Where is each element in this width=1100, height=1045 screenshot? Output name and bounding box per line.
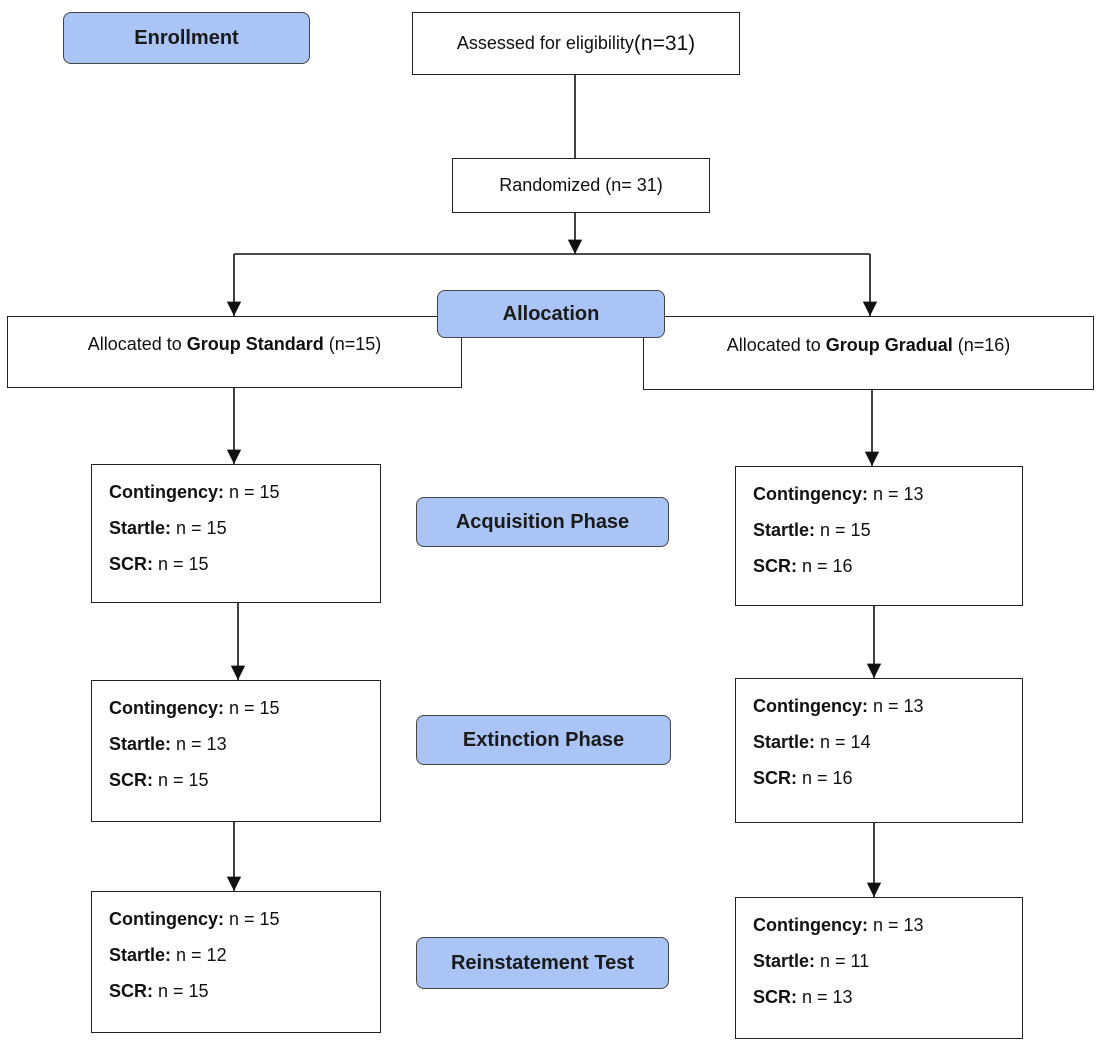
gradual-reinstatement-box: Contingency: n = 13 Startle: n = 11 SCR:…: [735, 897, 1023, 1039]
allocation-label: Allocation: [437, 290, 665, 338]
label-scr: SCR:: [753, 556, 797, 576]
standard-reinstatement-box: Contingency: n = 15 Startle: n = 12 SCR:…: [91, 891, 381, 1033]
label-startle: Startle:: [109, 518, 172, 538]
allocated-gradual-group: Group Gradual: [825, 334, 953, 355]
enrollment-label: Enrollment: [63, 12, 310, 64]
standard-reinstatement-startle: n = 12: [176, 945, 227, 965]
standard-extinction-startle: n = 13: [176, 734, 227, 754]
allocated-gradual-box: Allocated to Group Gradual (n=16): [643, 316, 1094, 390]
assessed-box: Assessed for eligibility (n=31): [412, 12, 740, 75]
gradual-extinction-box: Contingency: n = 13 Startle: n = 14 SCR:…: [735, 678, 1023, 823]
assessed-text: Assessed for eligibility: [456, 33, 634, 53]
gradual-extinction-startle: n = 14: [820, 732, 871, 752]
standard-acquisition-scr: n = 15: [158, 554, 209, 574]
standard-reinstatement-contingency: n = 15: [229, 909, 280, 929]
standard-extinction-contingency: n = 15: [229, 698, 280, 718]
label-startle: Startle:: [109, 945, 172, 965]
label-scr: SCR:: [753, 768, 797, 788]
label-startle: Startle:: [109, 734, 172, 754]
gradual-reinstatement-startle: n = 11: [820, 951, 870, 971]
extinction-phase-label: Extinction Phase: [416, 715, 671, 765]
gradual-reinstatement-scr: n = 13: [802, 987, 853, 1007]
label-contingency: Contingency:: [753, 915, 868, 935]
assessed-count: (n=31): [633, 31, 696, 55]
allocated-standard-suffix: (n=15): [323, 333, 382, 354]
gradual-acquisition-startle: n = 15: [820, 520, 871, 540]
standard-acquisition-contingency: n = 15: [229, 482, 280, 502]
label-contingency: Contingency:: [109, 909, 224, 929]
allocated-gradual-prefix: Allocated to: [726, 334, 826, 355]
standard-extinction-box: Contingency: n = 15 Startle: n = 13 SCR:…: [91, 680, 381, 822]
label-scr: SCR:: [109, 554, 153, 574]
label-startle: Startle:: [753, 732, 816, 752]
label-contingency: Contingency:: [753, 696, 868, 716]
standard-reinstatement-scr: n = 15: [158, 981, 209, 1001]
reinstatement-test-label: Reinstatement Test: [416, 937, 669, 989]
randomized-box: Randomized (n= 31): [452, 158, 710, 213]
allocated-standard-group: Group Standard: [186, 333, 324, 354]
gradual-acquisition-contingency: n = 13: [873, 484, 924, 504]
label-scr: SCR:: [753, 987, 797, 1007]
gradual-extinction-contingency: n = 13: [873, 696, 924, 716]
gradual-acquisition-box: Contingency: n = 13 Startle: n = 15 SCR:…: [735, 466, 1023, 606]
label-contingency: Contingency:: [109, 698, 224, 718]
label-startle: Startle:: [753, 520, 816, 540]
acquisition-phase-label: Acquisition Phase: [416, 497, 669, 547]
label-contingency: Contingency:: [109, 482, 224, 502]
label-contingency: Contingency:: [753, 484, 868, 504]
gradual-acquisition-scr: n = 16: [802, 556, 853, 576]
label-scr: SCR:: [109, 770, 153, 790]
allocated-standard-prefix: Allocated to: [87, 333, 187, 354]
label-scr: SCR:: [109, 981, 153, 1001]
standard-acquisition-box: Contingency: n = 15 Startle: n = 15 SCR:…: [91, 464, 381, 603]
allocated-standard-box: Allocated to Group Standard (n=15): [7, 316, 462, 388]
allocated-gradual-suffix: (n=16): [952, 334, 1011, 355]
gradual-extinction-scr: n = 16: [802, 768, 853, 788]
gradual-reinstatement-contingency: n = 13: [873, 915, 924, 935]
standard-extinction-scr: n = 15: [158, 770, 209, 790]
standard-acquisition-startle: n = 15: [176, 518, 227, 538]
label-startle: Startle:: [753, 951, 816, 971]
